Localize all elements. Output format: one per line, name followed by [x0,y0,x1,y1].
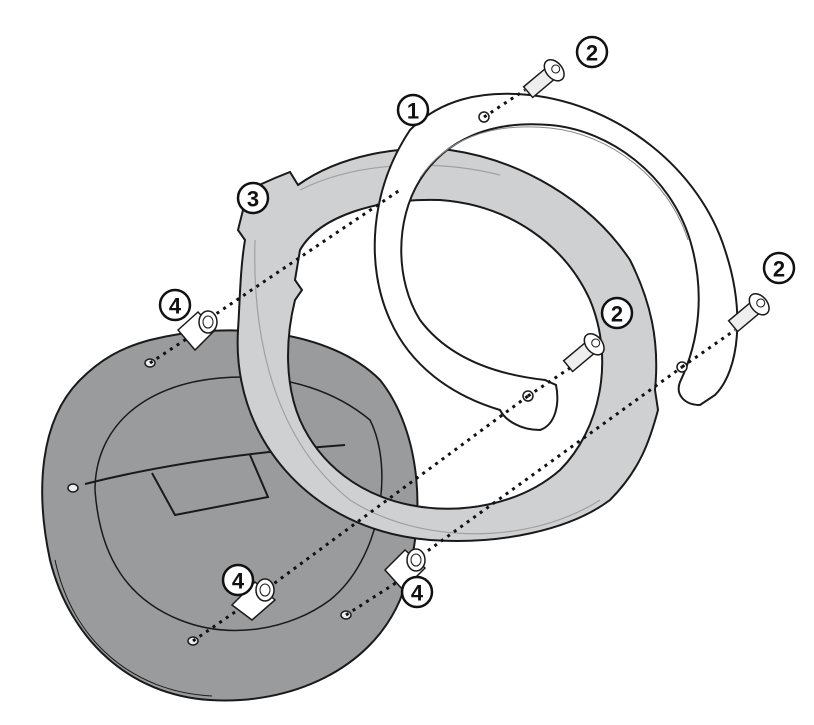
svg-text:4: 4 [169,294,182,319]
top-clamping-ring [373,92,739,432]
svg-text:4: 4 [232,569,245,594]
base-hole [67,483,79,493]
flange-ring [236,147,660,542]
callout-3: 3 [236,181,270,215]
spacer [383,548,427,592]
svg-text:4: 4 [411,581,424,606]
bolt [562,333,605,373]
bolt [522,59,565,99]
callout-1: 1 [396,93,430,127]
callout-2: 2 [762,251,796,285]
base-plate [41,329,419,702]
callout-4: 4 [400,575,434,609]
svg-text:1: 1 [407,99,419,124]
svg-text:2: 2 [611,302,623,327]
callout-4: 4 [221,563,255,597]
spacer [176,310,218,352]
svg-text:2: 2 [586,41,598,66]
svg-text:2: 2 [773,257,785,282]
callout-2: 2 [575,35,609,69]
callout-4: 4 [158,288,192,322]
spacer [230,578,277,621]
svg-text:3: 3 [247,187,259,212]
bolt [727,293,770,333]
callout-2: 2 [600,296,634,330]
